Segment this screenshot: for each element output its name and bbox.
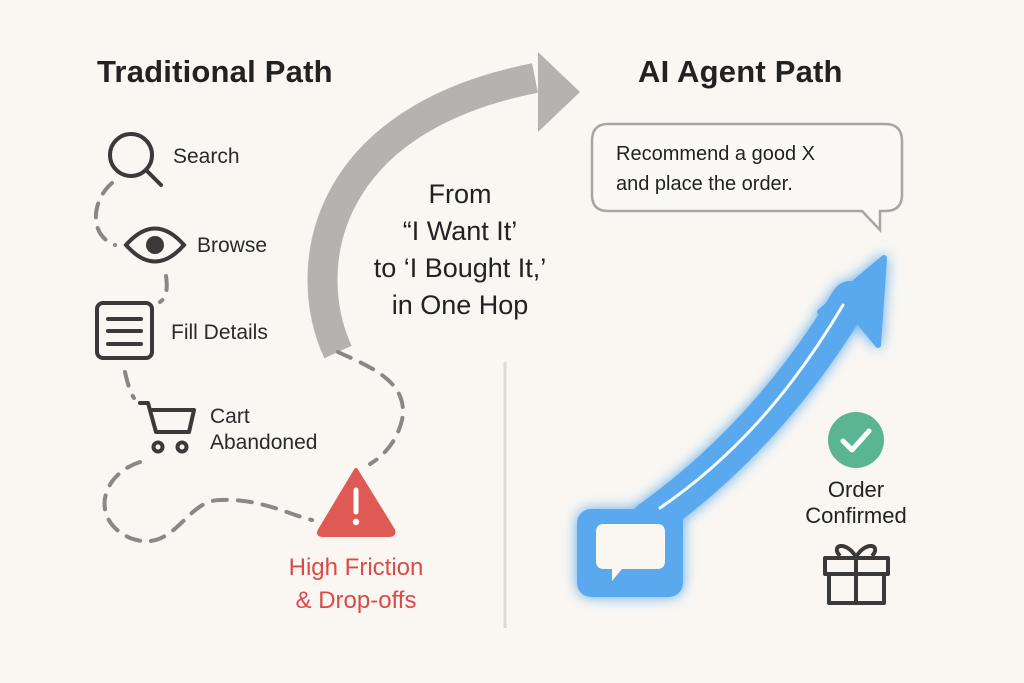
gray-curved-arrow [307,52,580,359]
step-cart-label-line1: Cart [210,405,250,428]
search-icon [108,132,163,187]
prompt-line1: Recommend a good X [616,143,816,165]
friction-label-line1: High Friction [288,554,424,581]
caption-line3: to ‘I Bought It,’ [373,253,547,283]
step-fill-details-label: Fill Details [171,321,268,344]
dashed-journey-path [93,181,405,544]
step-browse-label: Browse [197,234,268,257]
eye-icon [123,226,187,264]
form-icon [95,301,154,360]
check-circle-icon [828,412,884,468]
caption-line4: in One Hop [391,290,529,320]
friction-label: High Friction & Drop-offs [268,551,444,617]
arrow-highlight [658,303,845,510]
traditional-path-title: Traditional Path [97,54,333,89]
order-confirmed-line2: Confirmed [805,503,907,528]
warning-icon [317,468,396,537]
step-cart-label-line2: Abandoned [210,431,318,454]
caption-line2: “I Want It’ [402,216,518,246]
order-confirmed-label: Order Confirmed [796,477,916,529]
caption-line1: From [428,179,492,209]
chat-icon [596,524,665,581]
prompt-bubble [590,122,904,234]
prompt-text: Recommend a good X and place the order. [616,139,815,199]
ai-agent-path-title: AI Agent Path [638,54,843,89]
friction-label-line2: & Drop-offs [295,587,417,614]
cart-icon [138,401,196,454]
one-hop-caption: From “I Want It’ to ‘I Bought It,’ in On… [350,176,570,324]
step-search-label: Search [173,145,240,168]
gift-icon [823,544,890,605]
order-confirmed-line1: Order [827,477,885,502]
step-cart-label: Cart Abandoned [210,404,317,456]
prompt-line2: and place the order. [616,173,793,195]
